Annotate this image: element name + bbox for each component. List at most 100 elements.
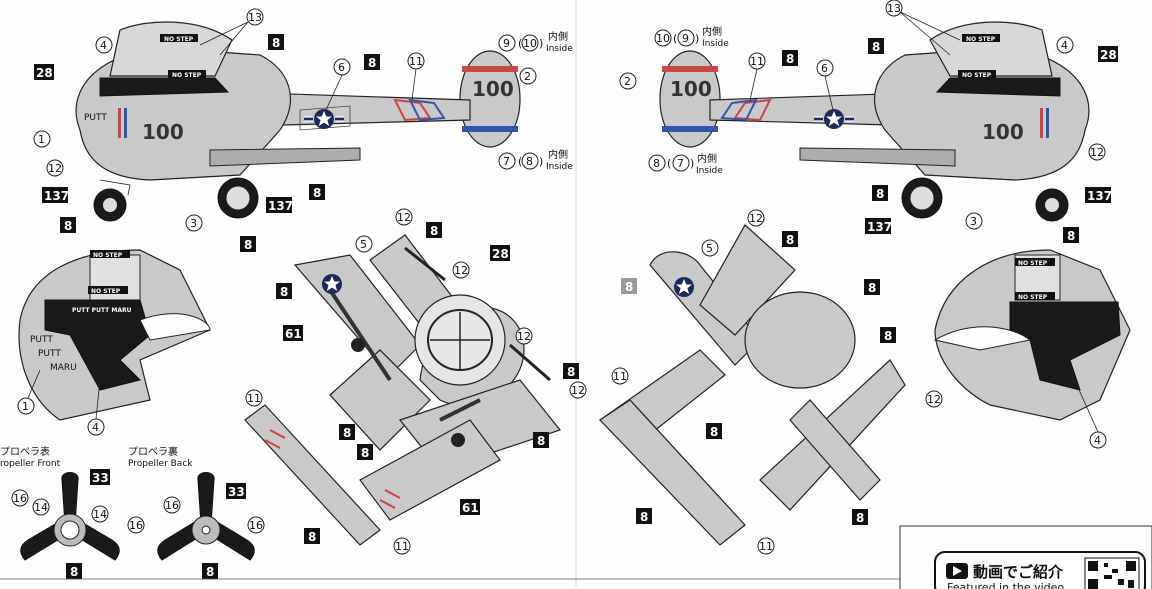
svg-text:Inside: Inside <box>546 162 573 172</box>
video-label-en: Featured in the video <box>947 581 1064 589</box>
paint-codes-bottom-view: 8 8 8 8 8 8 8 <box>621 231 896 525</box>
svg-text:8: 8 <box>786 52 794 66</box>
svg-text:12: 12 <box>927 393 941 406</box>
svg-text:8: 8 <box>368 56 376 70</box>
svg-text:5: 5 <box>706 242 713 255</box>
svg-text:): ) <box>539 37 543 50</box>
svg-text:NO STEP: NO STEP <box>93 252 123 259</box>
svg-text:2: 2 <box>624 75 631 88</box>
video-badge[interactable]: 動画でご紹介 Featured in the video <box>899 525 1152 589</box>
stencil-block: PUTT PUTT MARU <box>72 307 132 314</box>
svg-text:16: 16 <box>129 519 143 532</box>
callouts-bottom-view: 5 12 12 11 11 <box>611 209 943 555</box>
propeller-front: プロペラ表 ropeller Front 16 14 14 16 33 8 <box>0 445 145 579</box>
svg-text:Inside: Inside <box>702 39 729 49</box>
svg-text:8: 8 <box>884 329 892 343</box>
svg-text:4: 4 <box>92 421 99 434</box>
no-step-lower-left: NO STEP <box>172 72 202 79</box>
qr-code-icon[interactable] <box>1084 557 1140 589</box>
svg-text:(: ( <box>667 157 671 170</box>
svg-text:8: 8 <box>206 565 214 579</box>
svg-text:7: 7 <box>503 155 510 168</box>
svg-text:8: 8 <box>361 446 369 460</box>
svg-text:PUTT: PUTT <box>30 335 53 345</box>
no-step-upper-left: NO STEP <box>164 36 194 43</box>
svg-text:28: 28 <box>492 247 509 261</box>
svg-text:8: 8 <box>272 36 280 50</box>
tail-number-right: 100 <box>670 77 712 101</box>
svg-text:(: ( <box>518 155 522 168</box>
svg-text:4: 4 <box>100 39 107 52</box>
svg-text:8: 8 <box>537 434 545 448</box>
svg-text:4: 4 <box>1061 39 1068 52</box>
svg-text:10: 10 <box>656 32 670 45</box>
svg-text:内側: 内側 <box>548 148 568 161</box>
paint-codes-right-side: 8 8 28 8 137 8 137 <box>782 38 1118 243</box>
no-step-lower-right: NO STEP <box>962 72 992 79</box>
svg-text:PUTT: PUTT <box>38 349 61 359</box>
svg-text:8: 8 <box>313 186 321 200</box>
svg-text:14: 14 <box>93 508 107 521</box>
tail-fin-left <box>459 50 521 148</box>
svg-text:内側: 内側 <box>548 30 568 43</box>
svg-text:11: 11 <box>247 392 261 405</box>
propeller-back: プロペラ裏 Propeller Back 16 16 33 8 <box>128 445 265 579</box>
svg-text:8: 8 <box>856 511 864 525</box>
svg-text:NO STEP: NO STEP <box>1018 294 1048 301</box>
svg-text:Inside: Inside <box>696 166 723 176</box>
svg-text:8: 8 <box>430 224 438 238</box>
svg-text:8: 8 <box>308 530 316 544</box>
svg-text:12: 12 <box>48 162 62 175</box>
svg-text:12: 12 <box>571 384 585 397</box>
svg-text:9: 9 <box>503 37 510 50</box>
svg-text:16: 16 <box>165 499 179 512</box>
no-step-upper-right: NO STEP <box>966 36 996 43</box>
svg-text:11: 11 <box>395 540 409 553</box>
left-side-view: 100 NO STEP NO STEP 100 PUTT 4 13 1 12 3 <box>33 8 573 252</box>
svg-text:12: 12 <box>1090 146 1104 159</box>
svg-text:12: 12 <box>397 211 411 224</box>
svg-text:12: 12 <box>749 212 763 225</box>
svg-text:内側: 内側 <box>702 25 722 38</box>
svg-text:61: 61 <box>285 327 302 341</box>
svg-text:8: 8 <box>653 157 660 170</box>
svg-text:8: 8 <box>64 219 72 233</box>
svg-text:11: 11 <box>750 55 764 68</box>
svg-text:5: 5 <box>360 238 367 251</box>
svg-text:(: ( <box>518 37 522 50</box>
svg-text:2: 2 <box>524 70 531 83</box>
svg-text:プロペラ表: プロペラ表 <box>0 445 50 458</box>
nose-detail-left: NO STEP NO STEP PUTT PUTT MARU PUTT PUTT… <box>17 249 211 436</box>
svg-text:12: 12 <box>517 330 531 343</box>
svg-text:8: 8 <box>526 155 533 168</box>
svg-text:8: 8 <box>343 426 351 440</box>
svg-text:11: 11 <box>613 370 627 383</box>
svg-text:28: 28 <box>36 66 53 80</box>
svg-text:61: 61 <box>462 501 479 515</box>
svg-text:8: 8 <box>70 565 78 579</box>
svg-text:プロペラ裏: プロペラ裏 <box>128 445 178 458</box>
svg-text:8: 8 <box>710 425 718 439</box>
svg-text:137: 137 <box>867 220 892 234</box>
svg-text:): ) <box>539 155 543 168</box>
svg-text:8: 8 <box>786 233 794 247</box>
svg-text:8: 8 <box>280 285 288 299</box>
nose-number-right: 100 <box>982 120 1024 144</box>
svg-text:6: 6 <box>821 62 828 75</box>
svg-text:Inside: Inside <box>546 44 573 54</box>
svg-text:16: 16 <box>249 519 263 532</box>
svg-text:13: 13 <box>887 2 901 15</box>
right-side-view: 100 NO STEP NO STEP 100 4 13 12 3 6 11 <box>619 0 1118 243</box>
top-view: 5 12 12 12 12 11 11 8 28 8 61 8 8 8 8 61… <box>244 208 587 555</box>
svg-text:8: 8 <box>876 187 884 201</box>
svg-text:): ) <box>695 32 699 45</box>
svg-text:33: 33 <box>228 485 245 499</box>
svg-text:7: 7 <box>677 157 684 170</box>
svg-text:137: 137 <box>1087 189 1112 203</box>
svg-text:10: 10 <box>523 37 537 50</box>
svg-text:内側: 内側 <box>697 152 717 165</box>
tail-number-left: 100 <box>472 77 514 101</box>
